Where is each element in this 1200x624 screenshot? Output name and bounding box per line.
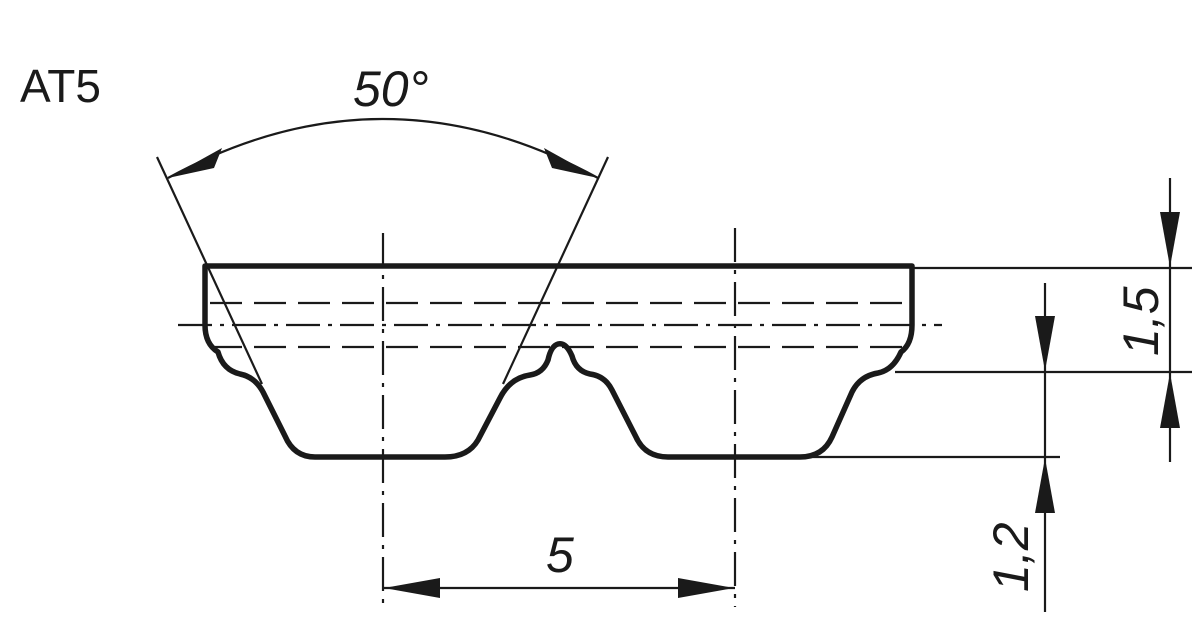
belt-outline bbox=[202, 263, 915, 460]
tooth-height-label: 1,2 bbox=[983, 522, 1039, 592]
tooth-height-arrow-bottom bbox=[1035, 458, 1055, 513]
belt-height-arrow-top bbox=[1160, 212, 1180, 267]
tooth-height-arrow-top bbox=[1035, 316, 1055, 371]
angle-flank-line-right bbox=[502, 156, 609, 385]
belt-height-label: 1,5 bbox=[1113, 286, 1169, 356]
belt-height-arrow-bottom bbox=[1160, 373, 1180, 428]
pitch-arrow-left bbox=[384, 578, 440, 598]
belt-type-title: AT5 bbox=[20, 60, 101, 112]
angle-label: 50° bbox=[353, 61, 429, 117]
angle-dimension-arc bbox=[167, 117, 599, 179]
angle-arrow-right bbox=[544, 148, 598, 178]
angle-flank-line-left bbox=[156, 156, 263, 385]
angle-arrow-left bbox=[168, 148, 222, 178]
pitch-arrow-right bbox=[678, 578, 734, 598]
pitch-label: 5 bbox=[546, 527, 574, 583]
